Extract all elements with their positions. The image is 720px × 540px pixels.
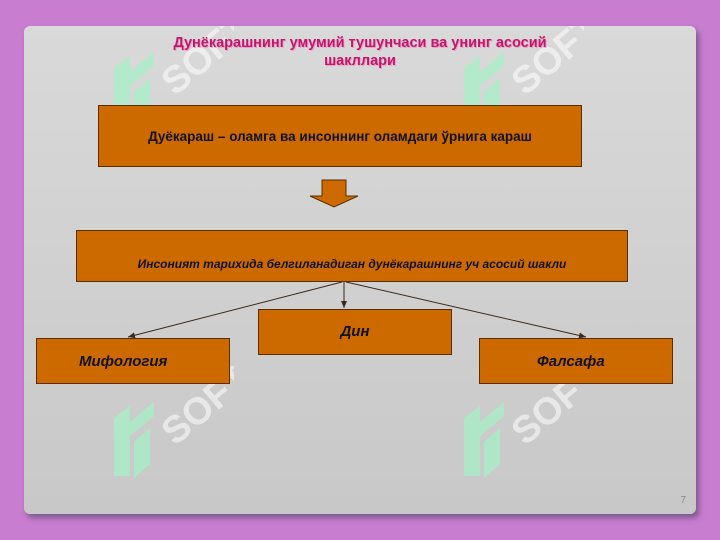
down-arrow-icon (309, 179, 359, 208)
connectors (127, 179, 587, 339)
title-line-2: шакллари (324, 53, 396, 69)
slide-title: Дунёкарашнинг умумий тушунчаси ва унинг … (24, 34, 696, 70)
history-forms-text: Инсоният тарихида белгиланадиган дунёкар… (137, 257, 567, 271)
title-line-1: Дунёкарашнинг умумий тушунчаси ва унинг … (173, 35, 547, 51)
slide: SOFT SOFT SOFT SOFT Дунёкарашнинг умумий… (24, 26, 696, 514)
religion-box: Дин (258, 309, 452, 355)
definition-text: Дуёкараш – оламга ва инсоннинг оламдаги … (148, 128, 532, 144)
mythology-box: Мифология (36, 338, 230, 384)
history-forms-box: Инсоният тарихида белгиланадиган дунёкар… (76, 230, 628, 282)
arrow-to-mythology (127, 281, 343, 339)
mythology-label: Мифология (79, 352, 168, 370)
religion-label: Дин (340, 322, 370, 340)
arrow-to-philosophy (345, 281, 587, 339)
definition-box: Дуёкараш – оламга ва инсоннинг оламдаги … (98, 105, 582, 167)
page-number: 7 (680, 495, 686, 506)
philosophy-label: Фалсафа (537, 352, 605, 370)
philosophy-box: Фалсафа (479, 338, 673, 384)
